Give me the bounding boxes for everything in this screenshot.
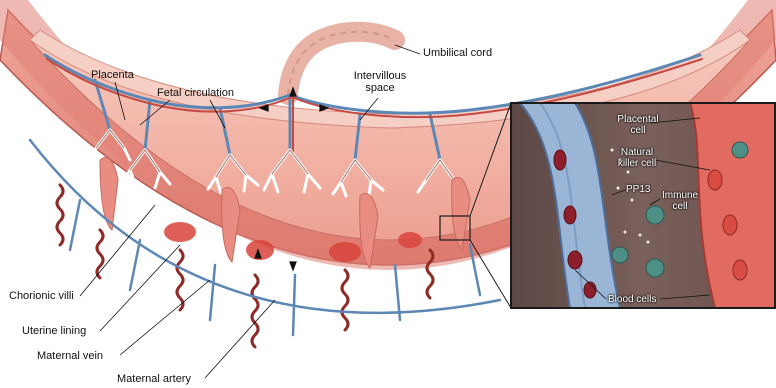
inset-label-immune-line2: cell [662,201,698,212]
label-maternal-vein: Maternal vein [37,350,103,362]
inset-label-nk-line2: killer cell [612,158,662,169]
label-uterine-lining: Uterine lining [22,325,86,337]
label-placenta: Placenta [91,69,134,81]
inset-label-pp13: PP13 [626,184,650,195]
inset-label-placental-cell: Placental cell [612,114,664,136]
label-intervillous-line1: Intervillous [352,70,408,82]
inset-label-immune-line1: Immune [662,190,698,201]
inset-label-immune-cell: Immune cell [662,190,698,212]
label-umbilical-cord: Umbilical cord [423,47,492,59]
label-chorionic-villi: Chorionic villi [9,290,74,302]
inset-label-nk-line1: Natural [612,147,662,158]
label-intervillous-line2: space [352,82,408,94]
inset-label-placental-line2: cell [612,125,664,136]
label-intervillous-space: Intervillous space [352,70,408,94]
inset-label-blood-cells: Blood cells [608,294,656,305]
label-maternal-artery: Maternal artery [117,373,191,385]
inset-label-natural-killer-cell: Natural killer cell [612,147,662,169]
label-fetal-circulation: Fetal circulation [157,87,234,99]
inset-label-placental-line1: Placental [612,114,664,125]
